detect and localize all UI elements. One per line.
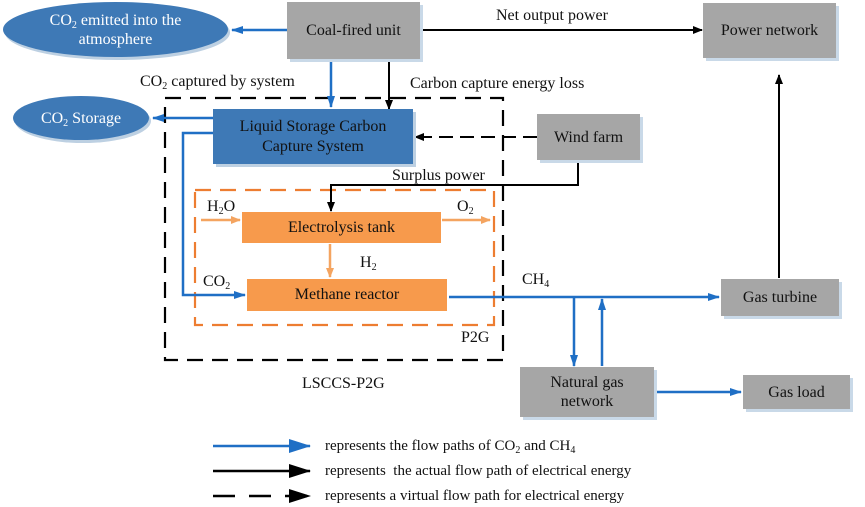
arrow-surplus-power [327, 161, 579, 212]
label-p2g: P2G [461, 329, 490, 346]
gas-turbine-node: Gas turbine [721, 279, 839, 316]
coal-fired-unit-node: Coal-fired unit [287, 2, 420, 59]
electrolysis-tank-node: Electrolysis tank [242, 212, 441, 243]
legend-text-blue: represents the flow paths of CO2 and CH4 [325, 438, 576, 456]
label-surplus-power: Surplus power [392, 167, 485, 184]
label-lsccs-p2g: LSCCS-P2G [302, 375, 385, 392]
power-network-node: Power network [703, 3, 836, 58]
methane-reactor-node: Methane reactor [247, 279, 447, 311]
label-net-output-power: Net output power [496, 7, 608, 24]
label-co2-in: CO2 [203, 273, 231, 292]
legend-text-black: represents the actual flow path of elect… [325, 463, 632, 479]
label-ch4: CH4 [522, 271, 550, 290]
label-h2: H2 [360, 254, 377, 273]
label-carbon-capture-loss: Carbon capture energy loss [410, 75, 585, 92]
label-o2: O2 [457, 198, 474, 217]
label-co2-captured: CO2 captured by system [140, 73, 295, 92]
p2g-boundary [193, 188, 496, 327]
gas-load-node: Gas load [743, 375, 850, 409]
label-h2o: H2O [207, 198, 236, 217]
arrow-co2-to-methane [181, 131, 246, 299]
wind-farm-node: Wind farm [537, 114, 640, 160]
co2-storage-node: CO2 Storage [13, 96, 149, 140]
legend-text-dashed: represents a virtual flow path for elect… [325, 488, 625, 504]
